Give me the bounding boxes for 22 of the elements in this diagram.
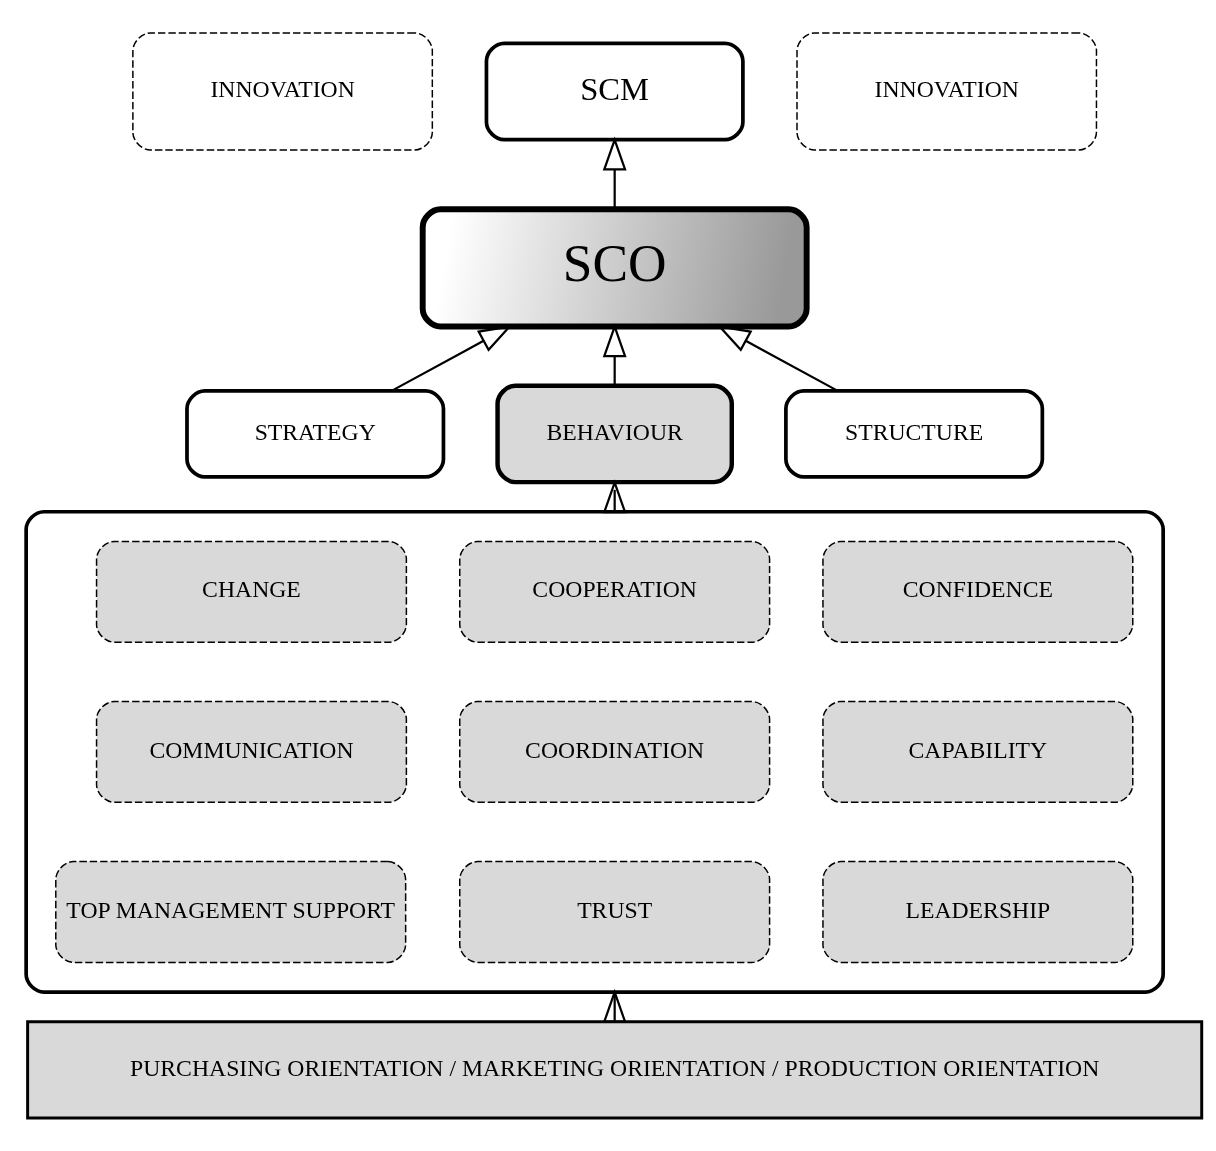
node-box: PURCHASING ORIENTATION / MARKETING ORIENTATION / PRODUCTION ORIENTATION xyxy=(26,1020,1204,1120)
node-box: CHANGE xyxy=(95,540,408,643)
node-box: COMMUNICATION xyxy=(95,700,408,804)
node-box: BEHAVIOUR xyxy=(495,383,734,485)
node-box: SCM xyxy=(484,41,745,142)
node-box: LEADERSHIP xyxy=(822,860,1134,964)
arrow xyxy=(602,323,627,386)
node-box: INNOVATION xyxy=(796,32,1098,151)
arrow xyxy=(602,479,627,514)
node-box: TOP MANAGEMENT SUPPORT xyxy=(55,860,407,964)
arrow xyxy=(602,988,627,1023)
node-box: TRUST xyxy=(459,860,771,964)
node-box: CAPABILITY xyxy=(822,700,1134,804)
arrow xyxy=(602,136,627,210)
cluster xyxy=(24,509,1166,994)
node-box: CONFIDENCE xyxy=(822,540,1134,643)
node-box: INNOVATION xyxy=(132,32,434,151)
node-box: STRUCTURE xyxy=(784,389,1045,479)
node-box: COOPERATION xyxy=(459,540,771,643)
node-box: COORDINATION xyxy=(459,700,771,804)
node-box: SCO xyxy=(419,206,810,330)
node-box: STRATEGY xyxy=(185,389,446,479)
